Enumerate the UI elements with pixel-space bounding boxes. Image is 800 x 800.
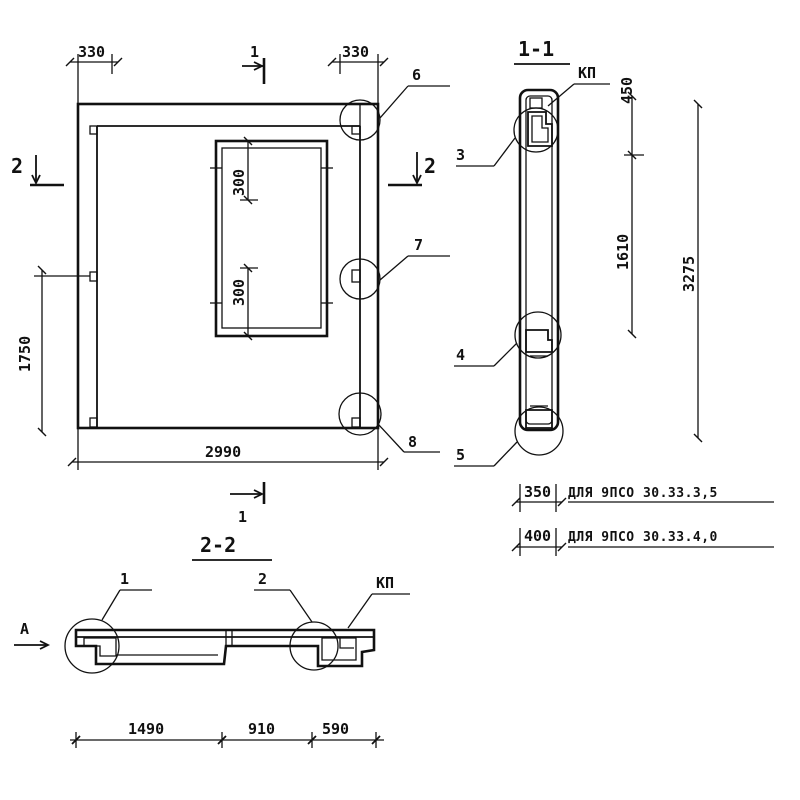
left-height-dim: 1750 xyxy=(16,336,34,372)
callout-7: 7 xyxy=(414,236,423,254)
leader-line xyxy=(101,589,121,621)
opening-bottom-dim: 300 xyxy=(230,279,248,306)
anchor-mark xyxy=(89,417,98,428)
detail-circle-6 xyxy=(339,99,381,141)
opening-inner xyxy=(221,147,322,329)
dim-910: 910 xyxy=(248,720,275,738)
callout-1: 1 xyxy=(120,570,129,588)
section-mark-top: 1 xyxy=(250,43,259,61)
leader-line xyxy=(493,441,518,467)
section-arrow-head xyxy=(253,489,265,499)
anchor-mark xyxy=(89,271,98,282)
detail-circle-3 xyxy=(513,107,559,153)
section-1-1-title: 1-1 xyxy=(518,37,554,61)
leader-line xyxy=(289,589,313,623)
anchor-mark xyxy=(351,125,361,135)
top-left-dim: 330 xyxy=(78,43,105,61)
plan-view: 300 300 330 330 1 1 2 2 xyxy=(11,43,450,526)
detail-circle-7 xyxy=(339,258,381,300)
note-value-1: 350 xyxy=(524,483,551,501)
section-2-2-title: 2-2 xyxy=(200,533,236,557)
section-mark-right: 2 xyxy=(424,154,436,178)
detail-circle-2 xyxy=(289,621,339,671)
section-arrow-head xyxy=(253,61,265,71)
note-text-1: ДЛЯ 9ПСО 30.33.3,5 xyxy=(568,486,718,501)
bottom-width-dim: 2990 xyxy=(205,443,241,461)
opening-outer xyxy=(214,139,329,338)
anchor-mark xyxy=(351,269,361,283)
detail-circle-8 xyxy=(338,392,382,436)
detail-circle-1 xyxy=(64,618,120,674)
section-mark-left: 2 xyxy=(11,154,23,178)
thickness-notes: 350 ДЛЯ 9ПСО 30.33.3,5 400 ДЛЯ 9ПСО 30.3… xyxy=(511,483,774,556)
section-2-2: 2-2 А 1 2 КП 1490 91 xyxy=(14,533,410,748)
right-rib-detail xyxy=(321,637,357,661)
dim-590: 590 xyxy=(322,720,349,738)
dim-ticks xyxy=(71,735,381,745)
detail-circle-4 xyxy=(514,311,562,359)
kp-notch-2-2 xyxy=(339,638,354,649)
left-rib-detail xyxy=(83,637,117,657)
profile-inner xyxy=(525,95,553,425)
top-rib-profile xyxy=(527,111,553,147)
leader-line xyxy=(379,255,409,281)
note-text-2: ДЛЯ 9ПСО 30.33.4,0 xyxy=(568,530,718,545)
anchor-mark xyxy=(89,125,98,135)
opening-top-dim: 300 xyxy=(230,169,248,196)
callout-4: 4 xyxy=(456,346,465,364)
mid-rib-profile xyxy=(525,329,553,353)
top-rib-detail xyxy=(531,115,549,143)
kp-notch xyxy=(529,97,543,109)
callout-2: 2 xyxy=(258,570,267,588)
top-right-dim: 330 xyxy=(342,43,369,61)
dim-3275: 3275 xyxy=(680,256,698,292)
leader-line xyxy=(547,83,575,107)
leader-line xyxy=(379,85,409,119)
dim-1490: 1490 xyxy=(128,720,164,738)
leader-line xyxy=(493,137,516,167)
anchor-mark xyxy=(351,417,361,428)
leader-line xyxy=(377,423,405,453)
detail-circle-5 xyxy=(514,406,564,456)
callout-5: 5 xyxy=(456,446,465,464)
bottom-rib-profile xyxy=(525,409,553,429)
panel-outline xyxy=(76,102,380,430)
view-mark-a: А xyxy=(20,620,29,638)
dim-450: 450 xyxy=(618,77,636,104)
note-value-2: 400 xyxy=(524,527,551,545)
dim-1610: 1610 xyxy=(614,234,632,270)
callout-6: 6 xyxy=(412,66,421,84)
leader-line xyxy=(347,593,373,629)
callout-3: 3 xyxy=(456,146,465,164)
section-arrow-head xyxy=(412,174,422,186)
view-arrow-head xyxy=(39,640,51,650)
profile-outline xyxy=(518,88,560,432)
section-arrow-head xyxy=(31,174,41,186)
section-mark-bottom: 1 xyxy=(238,508,247,526)
leader-line xyxy=(493,342,518,367)
kp-label-1-1: КП xyxy=(578,64,596,82)
callout-8: 8 xyxy=(408,433,417,451)
kp-label-2-2: КП xyxy=(376,574,394,592)
section-1-1: 1-1 3 4 5 КП 450 1610 xyxy=(454,37,703,467)
